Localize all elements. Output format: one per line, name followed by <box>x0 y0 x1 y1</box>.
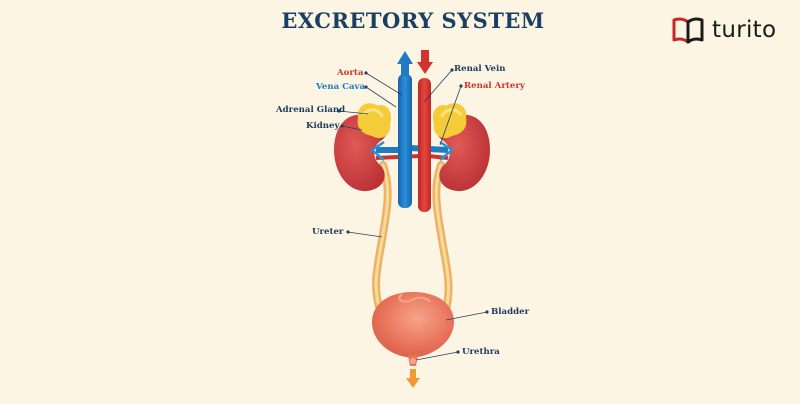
open-book-icon <box>672 17 704 44</box>
vena-cava <box>398 74 412 208</box>
brand-logo[interactable]: turito <box>670 12 776 48</box>
label-urethra: Urethra <box>462 347 500 357</box>
label-ureter: Ureter <box>312 227 344 237</box>
arrow-down-orange-icon <box>406 369 420 388</box>
arrow-down-red-icon <box>417 50 433 74</box>
label-renal-artery: Renal Artery <box>464 81 525 91</box>
aorta <box>418 78 431 212</box>
brand-name: turito <box>712 17 777 43</box>
label-renal-vein: Renal Vein <box>454 64 506 74</box>
arrow-up-blue-icon <box>397 51 413 76</box>
bladder <box>372 292 454 358</box>
label-vena-cava: Vena Cava <box>316 82 366 92</box>
page-title: EXCRETORY SYSTEM <box>281 8 545 33</box>
label-aorta: Aorta <box>337 68 364 78</box>
label-adrenal-gland: Adrenal Gland <box>276 105 346 115</box>
label-kidney: Kidney <box>306 121 340 131</box>
leader-dots <box>337 68 489 354</box>
label-bladder: Bladder <box>491 307 530 317</box>
leader-lines <box>338 69 488 361</box>
